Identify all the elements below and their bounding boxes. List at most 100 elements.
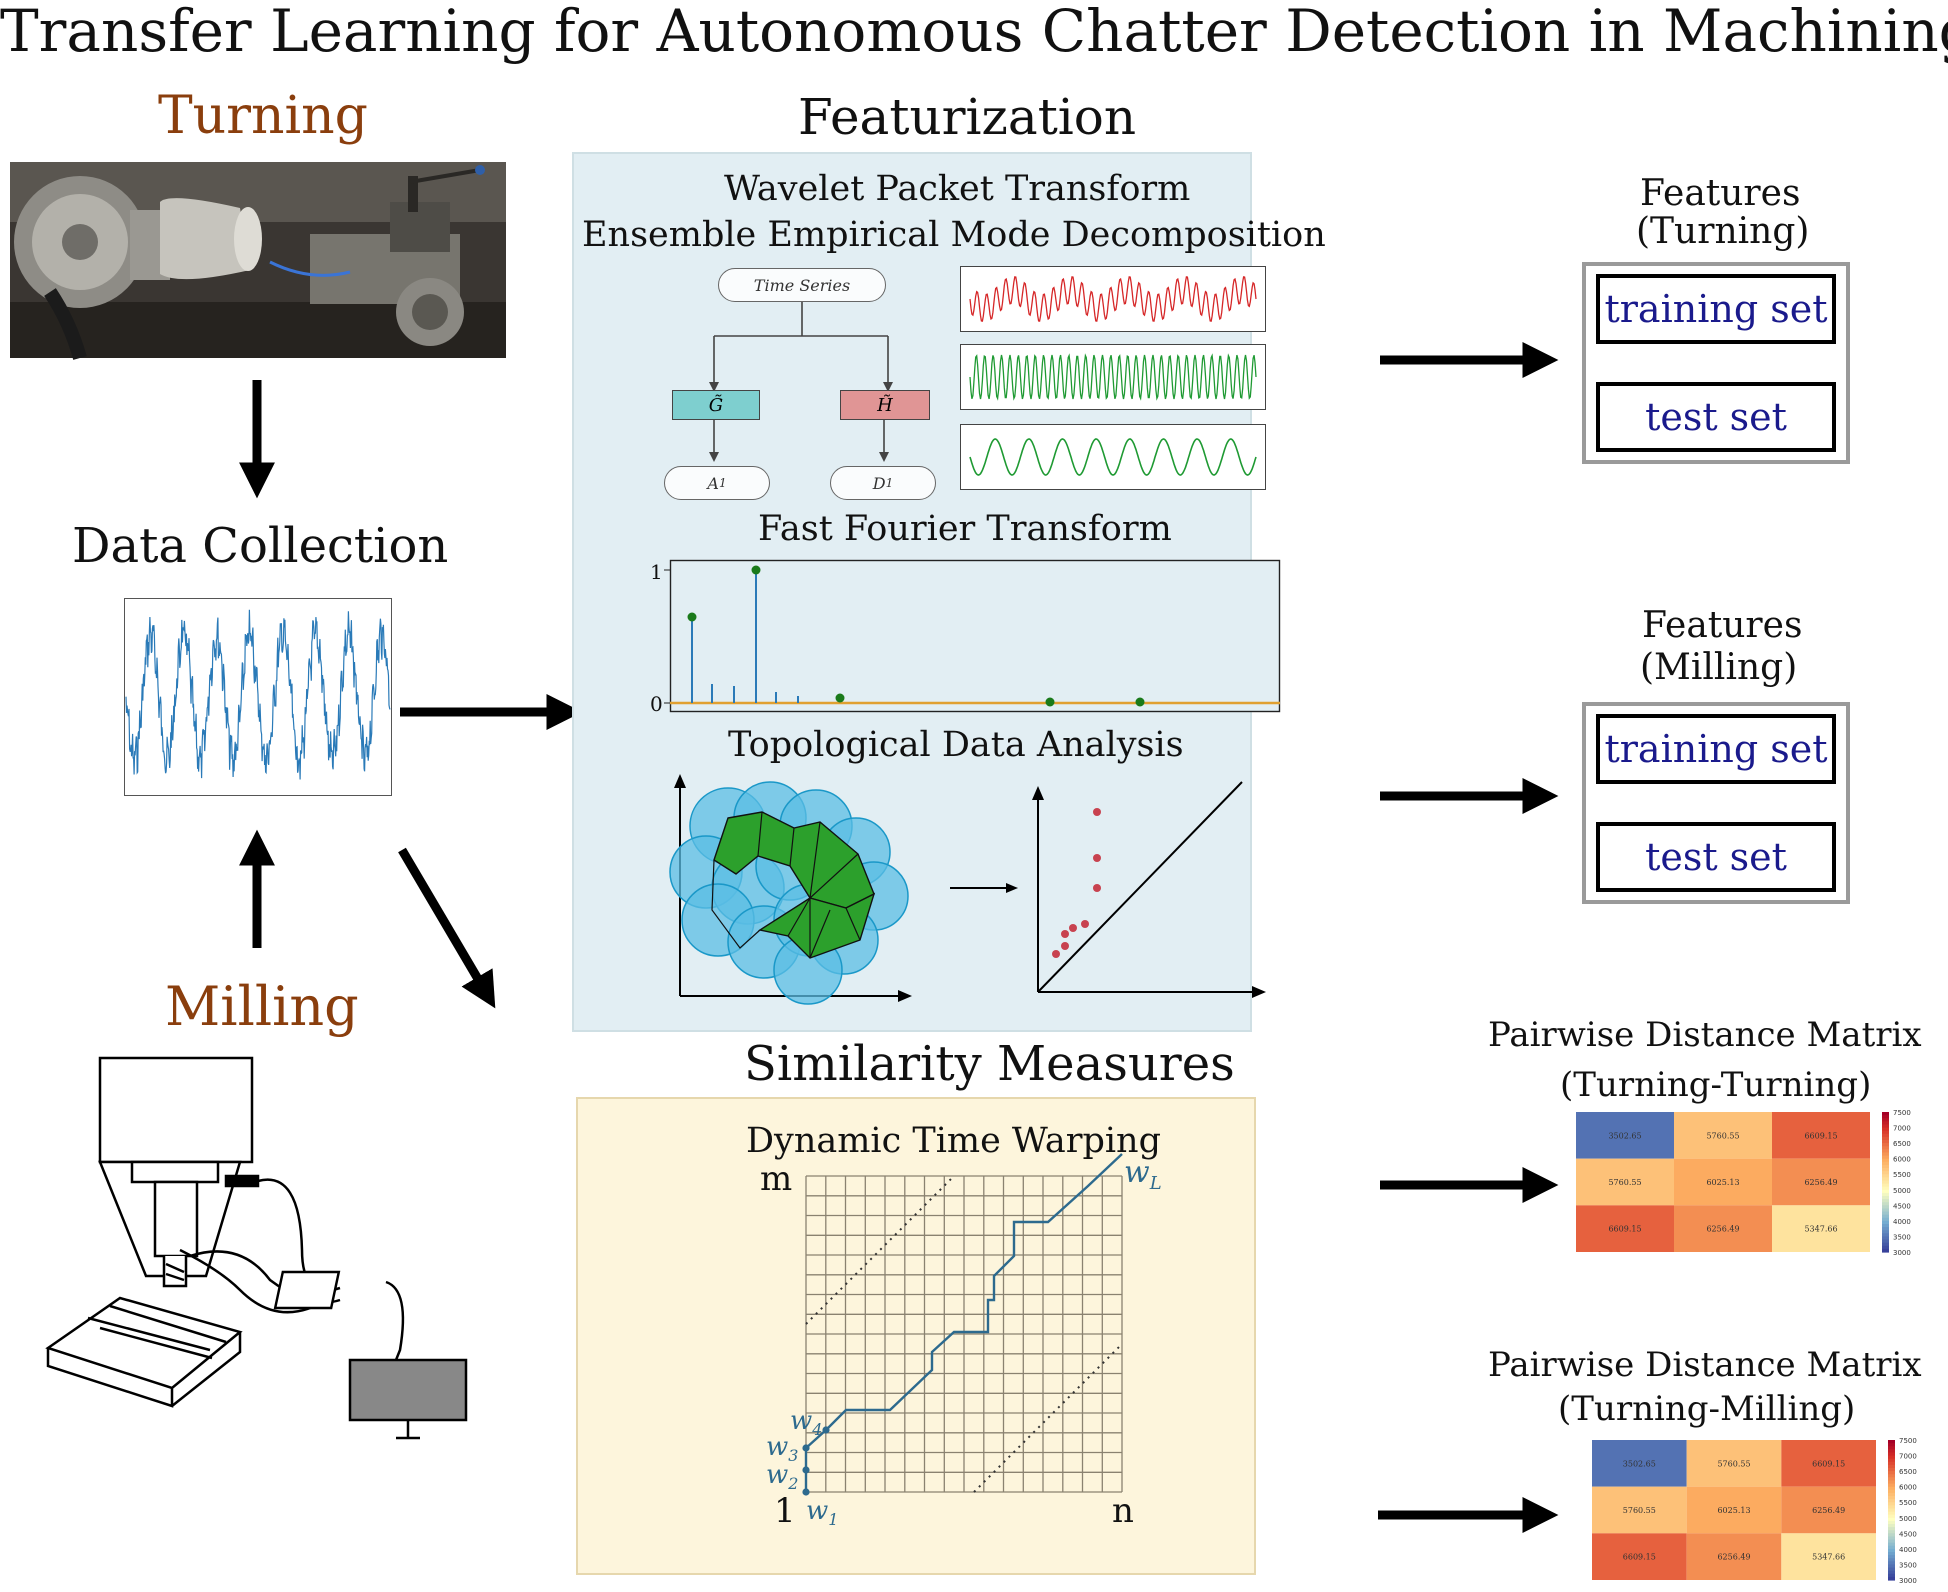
colorbar-segment <box>1888 1576 1895 1581</box>
colorbar-segment <box>1882 1236 1889 1241</box>
colorbar-tick: 6000 <box>1893 1156 1911 1164</box>
similarity-heading: Similarity Measures <box>744 1036 1235 1092</box>
dtw-label: Dynamic Time Warping <box>746 1121 1161 1161</box>
colorbar-segment <box>1882 1127 1889 1132</box>
fft-plot <box>664 559 1281 713</box>
dtw-wL-letter: w <box>1124 1155 1150 1190</box>
colorbar-segment <box>1888 1452 1895 1457</box>
colorbar-segment <box>1882 1177 1889 1182</box>
colorbar-segment <box>1882 1149 1889 1154</box>
colorbar-segment <box>1882 1115 1889 1119</box>
dtw-wL-sub: L <box>1149 1173 1162 1194</box>
colorbar-segment <box>1888 1458 1895 1463</box>
colorbar-segment <box>1882 1214 1889 1219</box>
pdm-tt-subtitle: (Turning-Turning) <box>1560 1065 1872 1105</box>
dtw-w1: w1 <box>806 1498 838 1528</box>
colorbar-tick: 6500 <box>1899 1468 1917 1476</box>
colorbar-tick: 3500 <box>1899 1561 1917 1569</box>
colorbar-segment <box>1882 1140 1889 1144</box>
colorbar-segment <box>1882 1208 1889 1213</box>
heatmap-cell-label: 5760.55 <box>1608 1178 1641 1187</box>
imf-wave-2 <box>960 344 1266 410</box>
colorbar-segment <box>1888 1558 1895 1562</box>
lathe-photo <box>10 162 506 360</box>
heatmap-cell-label: 6609.15 <box>1623 1553 1656 1562</box>
colorbar-segment <box>1888 1471 1895 1475</box>
tda-label: Topological Data Analysis <box>728 725 1184 765</box>
colorbar-tick: 7500 <box>1893 1109 1911 1117</box>
colorbar-segment <box>1882 1189 1889 1194</box>
heatmap-cell <box>1592 1533 1687 1580</box>
turning-label: Turning <box>158 86 368 146</box>
colorbar-segment <box>1888 1567 1895 1572</box>
milling-test-set: test set <box>1596 822 1836 892</box>
dtw-w2-letter: w <box>766 1460 789 1490</box>
colorbar-tick: 3000 <box>1893 1249 1911 1257</box>
colorbar-segment <box>1888 1530 1895 1534</box>
colorbar-segment <box>1882 1224 1889 1228</box>
colorbar-tick: 6500 <box>1893 1140 1911 1148</box>
heatmap-cell-label: 3502.65 <box>1623 1459 1656 1468</box>
colorbar-segment <box>1882 1152 1889 1157</box>
colorbar-segment <box>1888 1480 1895 1485</box>
colorbar-segment <box>1888 1524 1895 1528</box>
colorbar-segment <box>1882 1220 1889 1225</box>
heatmap-cell <box>1576 1112 1674 1159</box>
colorbar-segment <box>1888 1486 1895 1491</box>
heatmap-cell-label: 6025.13 <box>1717 1506 1750 1515</box>
colorbar-segment <box>1882 1161 1889 1166</box>
colorbar-segment <box>1882 1112 1889 1116</box>
colorbar-segment <box>1882 1192 1889 1197</box>
colorbar-segment <box>1888 1548 1895 1553</box>
colorbar-segment <box>1882 1217 1889 1222</box>
page-title: Transfer Learning for Autonomous Chatter… <box>0 0 1948 65</box>
colorbar-segment <box>1888 1570 1895 1575</box>
colorbar-segment <box>1888 1545 1895 1550</box>
colorbar-tick: 7500 <box>1899 1437 1917 1445</box>
colorbar-segment <box>1888 1461 1895 1466</box>
colorbar-tick: 3000 <box>1899 1577 1917 1585</box>
colorbar-segment <box>1888 1449 1895 1454</box>
heatmap-cell <box>1781 1440 1876 1487</box>
colorbar-segment <box>1882 1196 1889 1200</box>
turning-training-set: training set <box>1596 274 1836 344</box>
dtw-w3-sub: 3 <box>788 1446 799 1466</box>
colorbar-segment <box>1882 1245 1889 1250</box>
turning-test-set: test set <box>1596 382 1836 452</box>
heatmap-cell-label: 6256.49 <box>1717 1553 1750 1562</box>
wpt-label: Wavelet Packet Transform <box>724 169 1191 209</box>
colorbar-segment <box>1888 1464 1895 1469</box>
heatmap-cell-label: 6256.49 <box>1812 1506 1845 1515</box>
colorbar-segment <box>1882 1242 1889 1247</box>
features-turning-subtitle: (Turning) <box>1636 211 1810 252</box>
features-milling-title: Features <box>1642 605 1803 646</box>
colorbar-segment <box>1882 1155 1889 1160</box>
colorbar-tick: 4000 <box>1893 1218 1911 1226</box>
colorbar-segment <box>1882 1199 1889 1203</box>
heatmap-cell <box>1781 1486 1876 1534</box>
dtw-w1-letter: w <box>806 1496 829 1526</box>
fft-tick-1: 1 <box>650 560 663 584</box>
dtw-wL: wL <box>1124 1158 1162 1193</box>
colorbar-tick: 7000 <box>1893 1125 1911 1133</box>
colorbar-segment <box>1888 1468 1895 1472</box>
featurization-heading: Featurization <box>798 88 1137 146</box>
milling-label: Milling <box>165 975 359 1038</box>
colorbar-segment <box>1882 1136 1889 1141</box>
heatmap-cell <box>1674 1205 1772 1252</box>
dtw-w3: w3 <box>766 1434 798 1464</box>
dtw-w4: w4 <box>790 1408 822 1438</box>
colorbar-segment <box>1888 1533 1895 1538</box>
tree-filter-h: H̃ <box>840 390 930 420</box>
heatmap-cell <box>1576 1205 1674 1252</box>
heatmap-cell-label: 6256.49 <box>1706 1225 1739 1234</box>
colorbar-tick: 5000 <box>1893 1187 1911 1195</box>
colorbar-segment <box>1882 1168 1889 1172</box>
colorbar-segment <box>1882 1118 1889 1122</box>
